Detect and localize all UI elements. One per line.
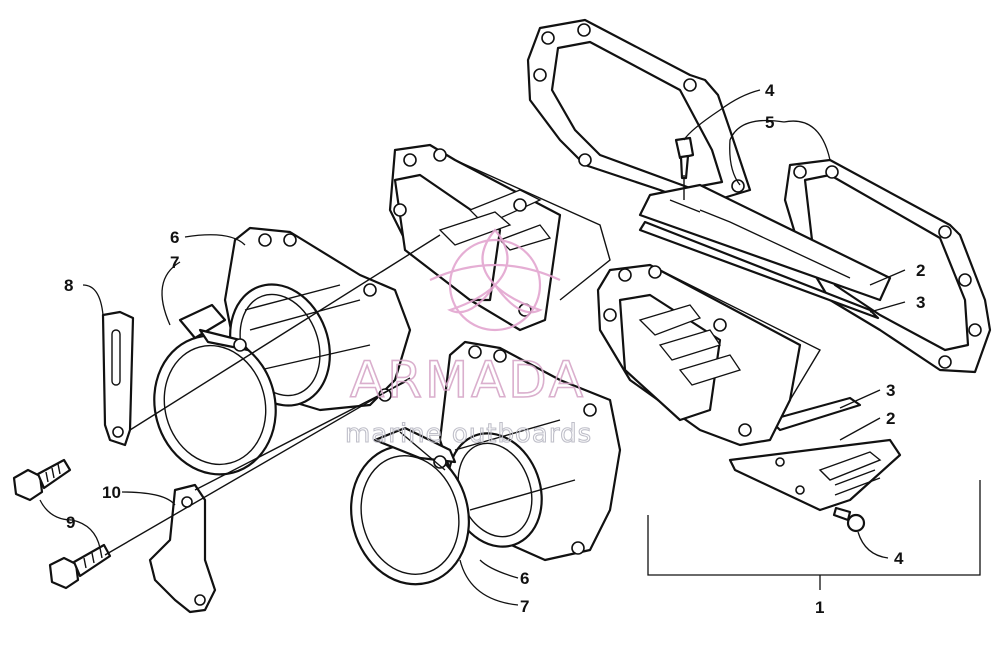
callout-6-lower: 6 — [520, 569, 529, 588]
hose-clamp-upper — [153, 303, 277, 476]
reed-block-lower — [596, 263, 821, 447]
bolt-lower — [48, 543, 112, 590]
callout-7-upper: 7 — [170, 253, 179, 272]
callout-4-upper: 4 — [765, 81, 775, 100]
screw-lower — [832, 506, 866, 533]
bracket-plate — [101, 310, 135, 447]
callout-7-lower: 7 — [520, 597, 529, 616]
mounting-bracket — [148, 483, 217, 614]
callout-10: 10 — [102, 483, 121, 502]
callout-labels: 1 2 2 3 3 4 4 5 6 6 7 7 8 9 10 — [64, 81, 925, 617]
watermark: ARMADA marine outboards — [344, 228, 592, 450]
trefoil-logo-icon — [429, 228, 561, 332]
callout-3-upper: 3 — [916, 293, 925, 312]
callout-3-lower: 3 — [886, 381, 895, 400]
alignment-lines — [104, 175, 685, 556]
reed-petal-lower — [728, 396, 902, 512]
callout-leaders — [39, 89, 981, 606]
hose-clamp-lower — [350, 426, 470, 586]
watermark-tagline: marine outboards — [345, 419, 592, 449]
bolt-upper — [12, 458, 72, 502]
callout-2-upper: 2 — [916, 261, 925, 280]
callout-6-upper: 6 — [170, 228, 179, 247]
intake-flange-lower — [438, 340, 622, 562]
callout-9: 9 — [66, 513, 75, 532]
reed-block-upper — [388, 143, 611, 332]
callout-8: 8 — [64, 276, 73, 295]
reed-petal-upper — [638, 183, 892, 320]
callout-1: 1 — [815, 598, 824, 617]
callout-4-lower: 4 — [894, 549, 904, 568]
callout-2-lower: 2 — [886, 409, 895, 428]
callout-5: 5 — [765, 113, 774, 132]
watermark-brand: ARMADA — [350, 351, 586, 409]
